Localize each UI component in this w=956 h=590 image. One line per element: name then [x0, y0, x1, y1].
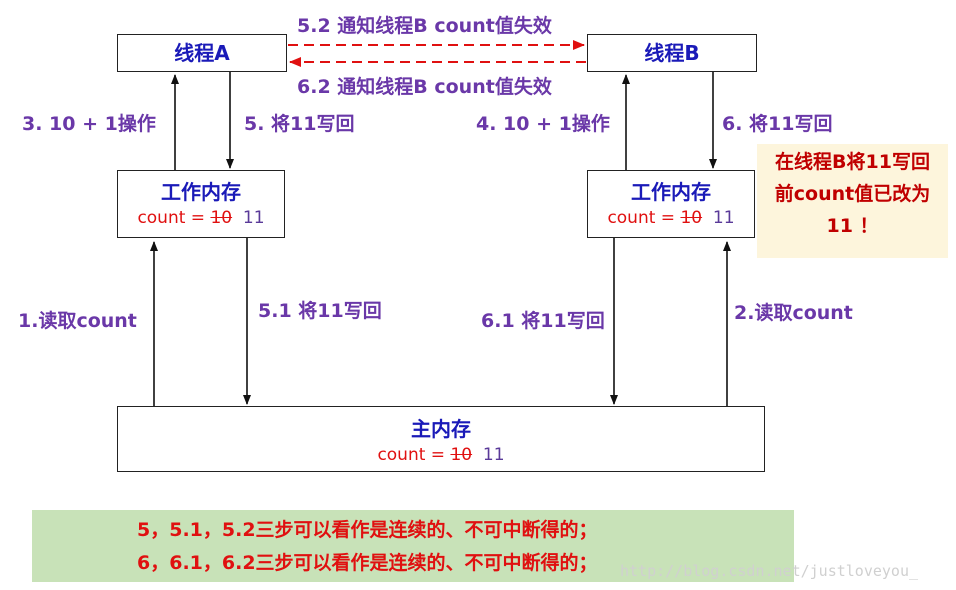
thread-a-box: 线程A	[117, 34, 287, 72]
label-a-write-main: 5.1 将11写回	[258, 300, 382, 322]
watermark: http://blog.csdn.net/justloveyou_	[620, 562, 919, 580]
old-value: 10	[680, 208, 703, 228]
thread-b-box: 线程B	[587, 34, 757, 72]
label-a-read: 1.读取count	[18, 310, 137, 332]
new-value: 11	[482, 445, 505, 465]
summary-box: 5，5.1，5.2三步可以看作是连续的、不可中断得的； 6，6.1，6.2三步可…	[32, 510, 794, 582]
note-callout: 在线程B将11写回 前count值已改为 11 ！	[757, 144, 948, 258]
working-memory-b-title: 工作内存	[631, 180, 711, 204]
count-prefix: count =	[607, 208, 681, 228]
new-value: 11	[712, 208, 735, 228]
label-a-write: 5. 将11写回	[244, 113, 355, 135]
label-a-op: 3. 10 + 1操作	[22, 113, 156, 135]
count-prefix: count =	[377, 445, 451, 465]
working-memory-b-count: count = 10 11	[588, 208, 754, 228]
note-line-1: 在线程B将11写回	[775, 151, 930, 173]
main-memory-title: 主内存	[411, 417, 471, 441]
main-memory-count: count = 10 11	[118, 445, 764, 465]
label-b-write-main: 6.1 将11写回	[481, 310, 605, 332]
label-notify-62: 6.2 通知线程B count值失效	[297, 76, 552, 98]
label-b-write: 6. 将11写回	[722, 113, 833, 135]
thread-a-title: 线程A	[174, 41, 230, 65]
summary-line-1: 5，5.1，5.2三步可以看作是连续的、不可中断得的；	[137, 519, 598, 541]
working-memory-a-count: count = 10 11	[118, 208, 284, 228]
old-value: 10	[450, 445, 473, 465]
label-notify-52: 5.2 通知线程B count值失效	[297, 15, 552, 37]
count-prefix: count =	[137, 208, 211, 228]
working-memory-b: 工作内存 count = 10 11	[587, 170, 755, 238]
working-memory-a-title: 工作内存	[161, 180, 241, 204]
main-memory-box: 主内存 count = 10 11	[117, 406, 765, 472]
thread-b-title: 线程B	[644, 41, 700, 65]
note-line-3: 11 ！	[826, 215, 879, 237]
new-value: 11	[242, 208, 265, 228]
old-value: 10	[210, 208, 233, 228]
note-line-2: 前count值已改为	[774, 183, 931, 205]
label-b-read: 2.读取count	[734, 302, 853, 324]
summary-line-2: 6，6.1，6.2三步可以看作是连续的、不可中断得的；	[137, 552, 598, 574]
working-memory-a: 工作内存 count = 10 11	[117, 170, 285, 238]
label-b-op: 4. 10 + 1操作	[476, 113, 610, 135]
